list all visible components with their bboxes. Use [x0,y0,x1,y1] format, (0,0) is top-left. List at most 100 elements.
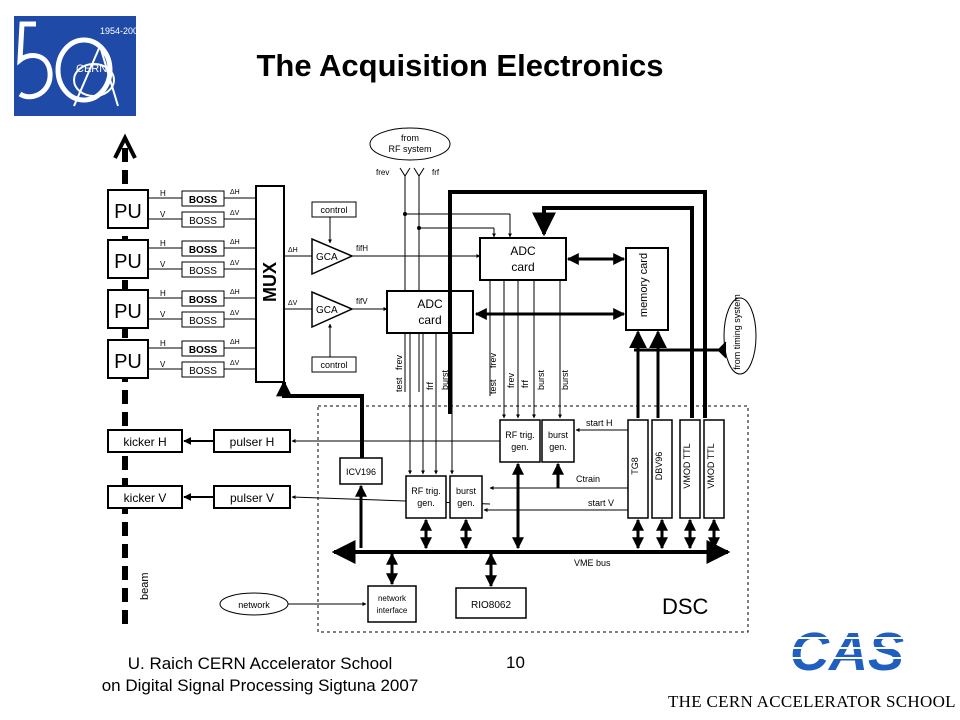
mux-block: MUX [255,185,285,383]
dsc-label: DSC [662,594,709,619]
footer-credit: U. Raich CERN Accelerator School on Digi… [80,653,440,697]
svg-text:kicker H: kicker H [123,435,166,449]
pickup-row-4: PU H V BOSS BOSS ΔH ΔV [107,339,256,379]
svg-text:ΔH: ΔH [230,289,240,296]
svg-text:BOSS: BOSS [189,345,218,356]
slide-title: The Acquisition Electronics [256,48,664,83]
vme-bus-label: VME bus [574,558,611,568]
page-number: 10 [506,653,525,672]
pickup-row-1: PU H V BOSS BOSS ΔH ΔV [107,189,256,229]
svg-text:gen.: gen. [549,442,567,452]
rf-trig-gen-upper: RF trig. gen. [499,419,541,463]
cas-tagline: THE CERN ACCELERATOR SCHOOL [668,692,956,711]
vmod-ttl-module-2: VMOD TTL [703,419,725,519]
svg-text:from: from [401,133,419,143]
beam-label: beam [139,572,151,600]
pickup-label: PU [114,301,142,323]
svg-text:frev: frev [488,352,498,368]
svg-text:ΔV: ΔV [288,300,298,307]
svg-text:test: test [394,377,404,392]
svg-text:V: V [160,210,166,219]
cern-50-emblem-icon: 1954-2004 CERN [17,21,143,107]
dbv96-module: DBV96 [651,419,673,519]
gca-label: GCA [316,305,338,316]
svg-text:burst: burst [560,369,570,390]
svg-text:RF system: RF system [388,144,431,154]
svg-text:card: card [418,313,441,327]
svg-text:frf: frf [432,168,440,177]
timing-system-source: from timing system [723,294,757,375]
pulser-v: pulser V [213,485,291,509]
svg-text:control: control [320,205,347,215]
svg-text:RF trig.: RF trig. [411,486,441,496]
footer-line-2: on Digital Signal Processing Sigtuna 200… [101,676,419,695]
svg-text:H: H [160,239,166,248]
pulser-h: pulser H [213,429,291,453]
svg-text:BOSS: BOSS [189,266,217,277]
rf-system-source: from RF system frev frf [369,127,451,177]
icv196-module: ICV196 [339,457,383,485]
burst-gen-lower: burst gen. [449,475,483,519]
memory-card: memory card [625,247,669,331]
svg-text:network: network [238,600,270,610]
svg-text:network: network [378,594,407,603]
svg-text:frev: frev [376,168,389,177]
svg-text:ΔH: ΔH [230,189,240,196]
svg-text:H: H [160,289,166,298]
mux-label: MUX [260,262,280,302]
svg-text:BOSS: BOSS [189,295,218,306]
svg-text:burst: burst [440,369,450,390]
svg-text:test: test [488,379,498,394]
svg-text:start H: start H [586,418,613,428]
svg-text:interface: interface [377,606,408,615]
svg-text:fifV: fifV [356,297,368,306]
svg-text:frf: frf [520,380,530,388]
svg-text:BOSS: BOSS [189,245,218,256]
svg-text:ΔH: ΔH [288,247,298,254]
svg-text:kicker V: kicker V [124,491,167,505]
svg-text:Ctrain: Ctrain [576,474,600,484]
acquisition-block-diagram: beam PU H V BOSS BOSS ΔH ΔV PU H V BOSS … [107,127,757,633]
pickup-row-3: PU H V BOSS BOSS ΔH ΔV [107,289,256,329]
svg-text:ΔH: ΔH [230,239,240,246]
svg-text:VMOD TTL: VMOD TTL [682,443,692,488]
pickup-row-2: PU H V BOSS BOSS ΔH ΔV [107,239,256,279]
svg-text:start V: start V [588,498,614,508]
gca-amplifier-h: GCA [311,237,354,276]
control-box-bottom: control [311,323,357,373]
svg-text:RF trig.: RF trig. [505,430,535,440]
gca-amplifier-v: GCA [311,290,354,329]
svg-text:V: V [160,360,166,369]
cas-logo-text: CAS [790,622,904,680]
tg8-module: TG8 [627,419,649,519]
svg-text:ΔV: ΔV [230,210,240,217]
svg-text:gen.: gen. [417,498,435,508]
adc-lower-signals: test frev frf burst [394,333,454,475]
logo-years: 1954-2004 [100,26,136,36]
svg-text:H: H [160,339,166,348]
svg-text:ADC: ADC [417,297,443,311]
svg-text:burst: burst [456,486,477,496]
svg-text:fifH: fifH [356,244,368,253]
svg-text:RIO8062: RIO8062 [471,600,511,611]
svg-text:memory card: memory card [638,253,650,317]
svg-text:V: V [160,260,166,269]
svg-text:burst: burst [536,369,546,390]
pickup-label: PU [114,201,142,223]
svg-text:DBV96: DBV96 [654,452,664,481]
adc-card-upper: ADC card [479,237,567,281]
svg-text:TG8: TG8 [630,457,640,475]
vmod-ttl-module-1: VMOD TTL [679,419,701,519]
svg-text:BOSS: BOSS [189,316,217,327]
svg-text:ADC: ADC [510,244,536,258]
logo-cern-text: CERN [76,63,107,75]
svg-text:BOSS: BOSS [189,366,217,377]
svg-text:frev: frev [506,372,516,388]
cern-50-logo: 1954-2004 CERN [14,16,143,116]
svg-text:ΔV: ΔV [230,310,240,317]
network-interface: network interface [367,585,417,623]
svg-text:burst: burst [548,430,569,440]
svg-text:frev: frev [394,354,404,370]
kicker-v: kicker V [107,485,183,509]
svg-text:ΔV: ΔV [230,260,240,267]
